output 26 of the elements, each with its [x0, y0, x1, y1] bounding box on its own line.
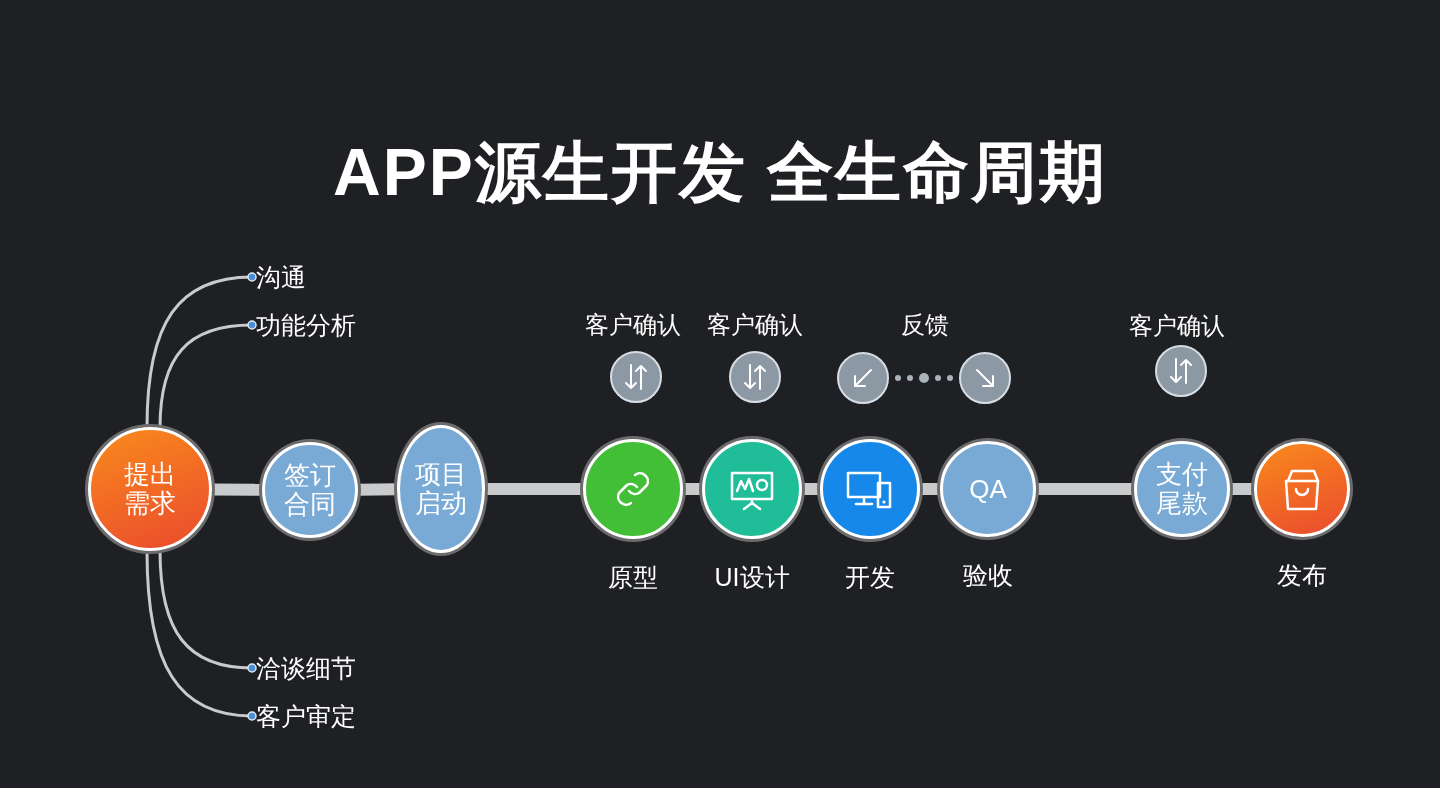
step-label: 发布	[1276, 560, 1328, 591]
step-circle: 支付尾款	[1134, 441, 1230, 537]
note-label: 客户确认	[1129, 311, 1225, 341]
connector-bar	[1036, 483, 1134, 495]
step-circle: QA	[940, 441, 1036, 537]
connector-bar	[683, 483, 702, 495]
branch-line	[158, 550, 257, 673]
connector-bar	[920, 483, 940, 495]
connector-bar	[485, 483, 583, 495]
title: APP源生开发 全生命周期	[331, 134, 1108, 211]
step-label: 验收	[962, 560, 1014, 591]
branch-label: 洽谈细节	[256, 652, 356, 684]
note-label: 反馈	[901, 310, 949, 340]
branch-line	[158, 320, 257, 428]
step-circle: 项目启动	[397, 425, 485, 553]
note-label: 客户确认	[585, 310, 681, 340]
step-label: UI设计	[713, 562, 791, 593]
step-label: 原型	[607, 562, 659, 593]
branch-label: 功能分析	[256, 309, 356, 341]
note-label: 客户确认	[707, 310, 803, 340]
step-circle: 签订合同	[262, 442, 358, 538]
step-label: 开发	[844, 562, 896, 593]
step-circle: 提出需求	[88, 427, 212, 551]
connector-bar	[1230, 483, 1254, 495]
branch-label: 客户审定	[256, 700, 356, 732]
branch-label: 沟通	[256, 261, 306, 293]
